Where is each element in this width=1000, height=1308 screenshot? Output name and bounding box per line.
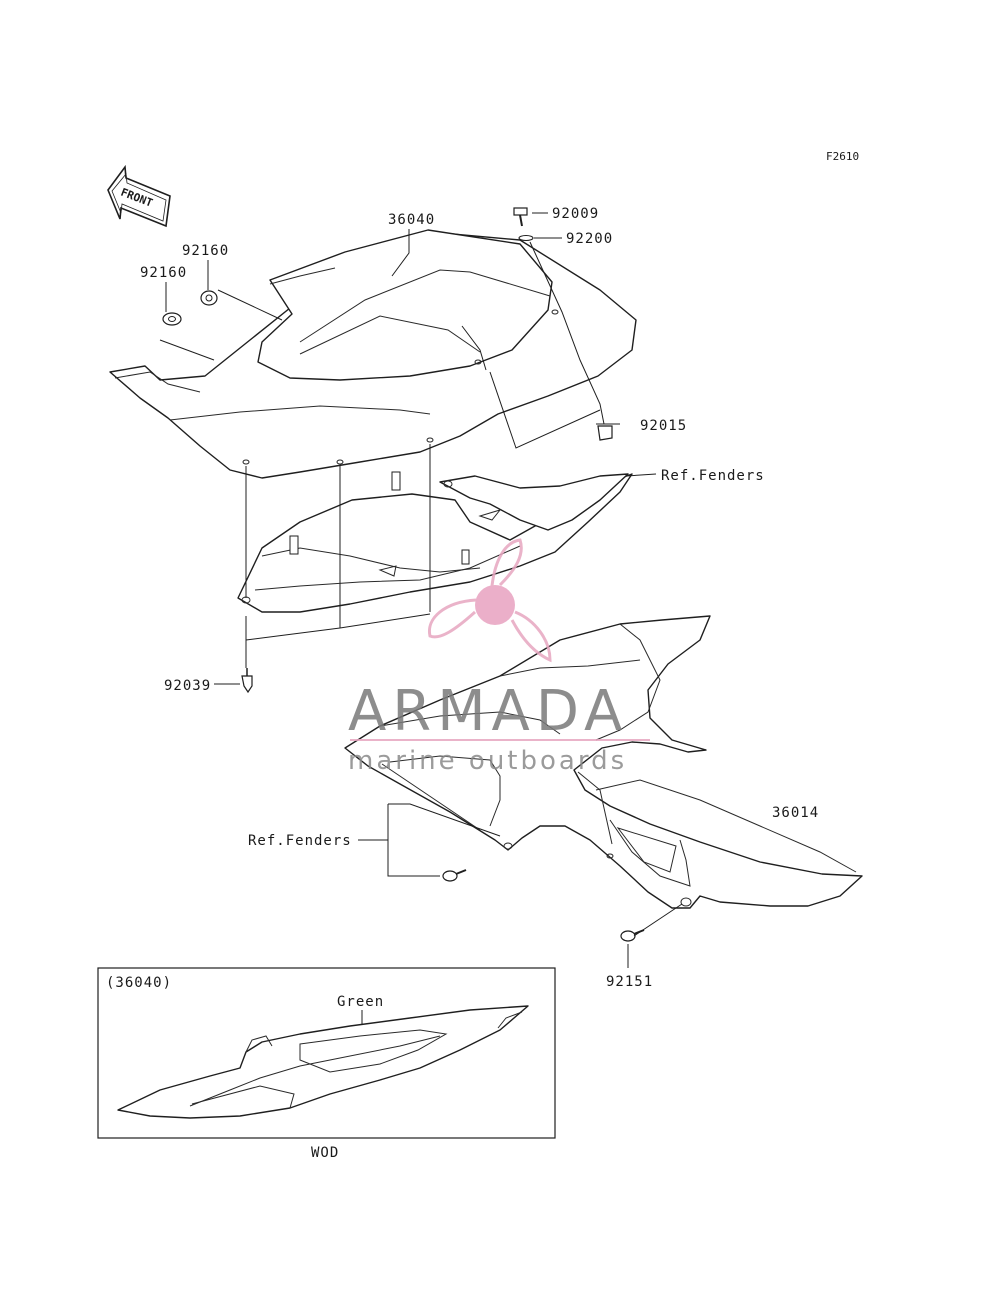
label-ref-fenders-lower: Ref.Fenders [248, 833, 352, 849]
front-arrow-icon: FRONT [107, 164, 171, 228]
seat-cowl-36040 [109, 229, 637, 479]
label-92160-a: 92160 [182, 243, 229, 259]
label-92015: 92015 [640, 418, 687, 434]
label-ref-fenders-upper: Ref.Fenders [661, 468, 765, 484]
screw-ref-fenders-icon [442, 869, 467, 882]
label-36014: 36014 [772, 805, 819, 821]
clip-92039-icon [241, 668, 253, 694]
side-cover-36014 [344, 615, 863, 909]
watermark-brand: ARMADA [348, 679, 628, 744]
label-92039: 92039 [164, 678, 211, 694]
leader-lines [159, 212, 683, 968]
grommet-92160-b-icon [200, 290, 218, 306]
inset-cowl-shape [117, 1005, 529, 1119]
fender-liner-ref [237, 471, 633, 613]
washer-92200-icon [518, 234, 534, 242]
inset-title: (36040) [106, 975, 172, 991]
grommet-92160-a-icon [162, 312, 182, 326]
label-92151: 92151 [606, 974, 653, 990]
nut-92015-icon [597, 425, 613, 441]
watermark-tagline: marine outboards [348, 746, 627, 776]
figure-code: F2610 [826, 150, 859, 163]
label-36040: 36040 [388, 212, 435, 228]
inset-variant-box: (36040) Green [97, 967, 556, 1139]
label-92160-b: 92160 [140, 265, 187, 281]
label-92009: 92009 [552, 206, 599, 222]
label-92200: 92200 [566, 231, 613, 247]
bolt-92009-icon [513, 207, 528, 227]
inset-color-label: Green [337, 994, 384, 1010]
inset-caption: WOD [311, 1145, 339, 1161]
propeller-icon [428, 538, 552, 663]
armada-watermark-logo: ARMADA marine outboards [348, 538, 650, 776]
